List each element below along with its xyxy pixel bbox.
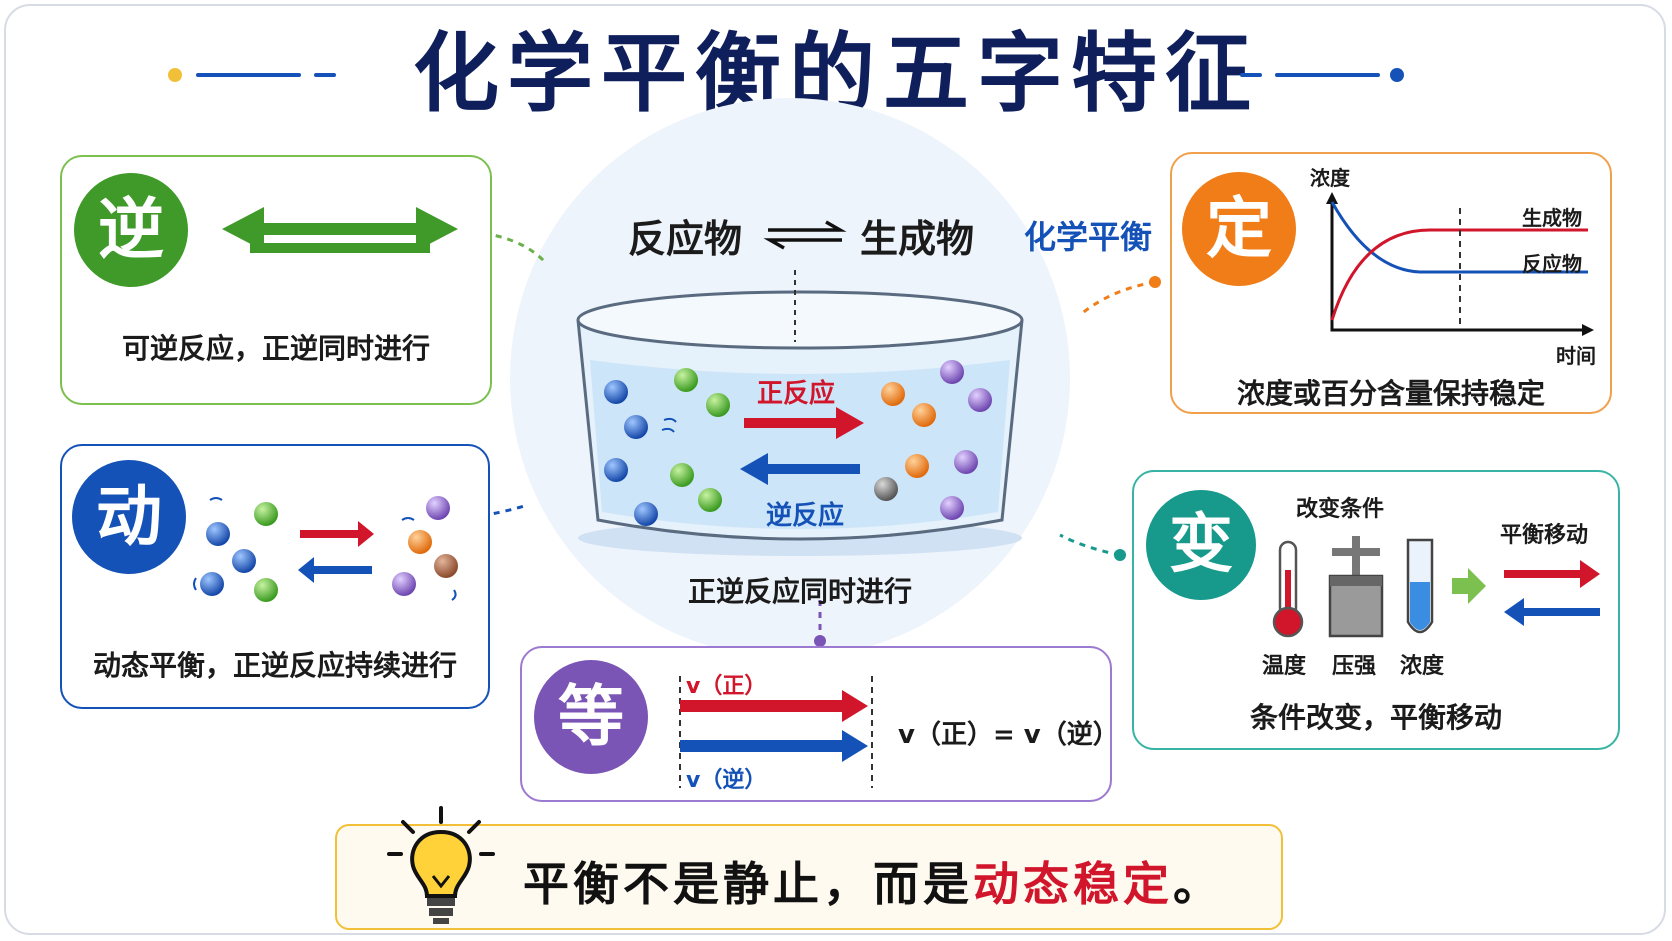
molecule [670,463,694,487]
molecule [206,522,230,546]
bian-icon-label-concentration: 浓度 [1400,654,1445,679]
badge-ding: 定 [1182,172,1296,286]
title-right-line [1275,73,1380,77]
ni-caption: 可逆反应，正逆同时进行 [121,332,430,365]
connector-ding [1079,280,1156,317]
lightbulb-icon [387,806,495,924]
bian-caption: 条件改变，平衡移动 [1249,701,1502,734]
change-arrow-icon [1452,568,1486,604]
molecule [912,403,936,427]
equilibrium-arrows [763,220,847,250]
ding-series-upper: 生成物 [1522,206,1582,230]
molecule [434,554,458,578]
dong-forward-arrow [300,521,374,547]
title-right-dash [1240,73,1262,77]
bian-icon-label-temperature: 温度 [1262,654,1307,679]
tip-suffix: 。 [1173,857,1223,911]
title-left-line [196,73,301,77]
ding-series-lower: 反应物 [1522,252,1582,276]
molecule [905,454,929,478]
reverse-reaction-label: 逆反应 [766,501,845,531]
molecule [604,380,628,404]
tip-text: 平衡不是静止，而是动态稳定。 [523,848,1223,914]
test-tube-icon [1406,538,1434,634]
reverse-arrow [740,453,860,485]
equilibrium-label: 化学平衡 [1024,218,1153,256]
badge-bian: 变 [1146,490,1256,600]
molecule [940,496,964,520]
molecule [232,549,256,573]
dong-reverse-arrow [298,557,372,583]
molecule [624,415,648,439]
tip-prefix: 平衡不是静止，而是 [523,857,973,911]
molecule [254,502,278,526]
connector-ni [471,230,547,264]
molecule [940,360,964,384]
molecule [634,502,658,526]
molecule [426,496,450,520]
forward-reaction-label: 正反应 [757,379,836,409]
title-right-dot [1390,68,1404,82]
molecule [968,388,992,412]
bian-result: 平衡移动 [1500,523,1589,548]
dong-caption: 动态平衡，正逆反应持续进行 [92,649,457,682]
concentration-chart [1326,192,1594,336]
molecule [408,530,432,554]
forward-arrow [744,407,864,439]
reversible-double-arrow [222,207,458,253]
bian-header: 改变条件 [1296,497,1385,522]
equation-right: 生成物 [860,217,975,261]
shift-arrows-icon [1504,560,1600,626]
molecule [954,450,978,474]
bian-icon-label-pressure: 压强 [1332,654,1377,679]
deng-rate-arrows [679,676,873,788]
equation-left: 反应物 [628,217,743,261]
deng-v-reverse: v（逆） [686,768,767,793]
ding-caption: 浓度或百分含量保持稳定 [1236,377,1545,410]
molecule [881,382,905,406]
molecule [698,488,722,512]
badge-ni: 逆 [74,173,188,287]
molecule [674,368,698,392]
tip-box: 平衡不是静止，而是动态稳定。 [335,806,1283,930]
molecule [706,393,730,417]
molecule [392,572,416,596]
molecule [200,572,224,596]
badge-dong: 动 [72,460,186,574]
thermometer-icon [1272,540,1304,638]
molecule [254,578,278,602]
ding-y-axis-label: 浓度 [1310,166,1350,190]
deng-equation: v（正）= v（逆） [898,720,1119,750]
tip-highlight: 动态稳定 [973,857,1173,911]
center-caption: 正逆反应同时进行 [687,575,912,608]
pressure-piston-icon [1328,536,1384,638]
deng-v-forward: v（正） [686,674,767,699]
molecule [874,477,898,501]
title-left-dot [168,68,182,82]
molecule [604,458,628,482]
ding-x-axis-label: 时间 [1556,344,1596,368]
title-left-dash [314,73,336,77]
badge-deng: 等 [534,660,648,774]
